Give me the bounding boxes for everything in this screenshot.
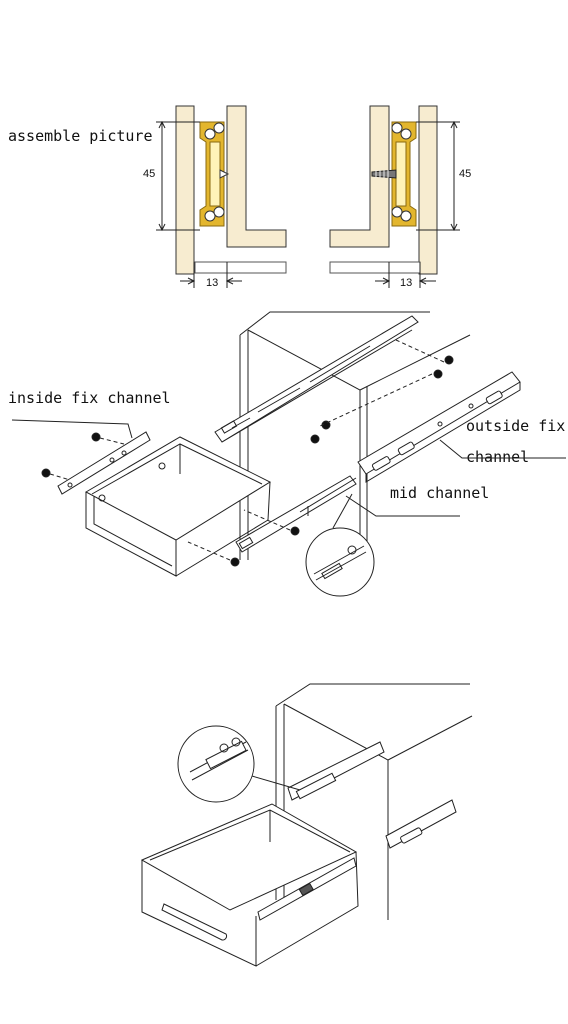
right-width-dimension: 13 bbox=[400, 277, 413, 289]
left-cross-section bbox=[156, 105, 287, 288]
left-width-dimension: 13 bbox=[206, 277, 219, 289]
outside-fix-label: outside fix bbox=[466, 417, 566, 435]
left-height-dimension: 45 bbox=[143, 168, 156, 180]
right-height-dimension: 45 bbox=[459, 168, 472, 180]
channel-label: channel bbox=[466, 448, 530, 466]
exploded-assembly bbox=[11, 311, 566, 597]
right-cross-section bbox=[329, 105, 460, 288]
assemble-picture-label: assemble picture bbox=[8, 127, 153, 145]
inside-fix-channel-label: inside fix channel bbox=[8, 389, 171, 407]
mid-channel-label: mid channel bbox=[390, 484, 490, 502]
installed-assembly bbox=[140, 683, 473, 967]
